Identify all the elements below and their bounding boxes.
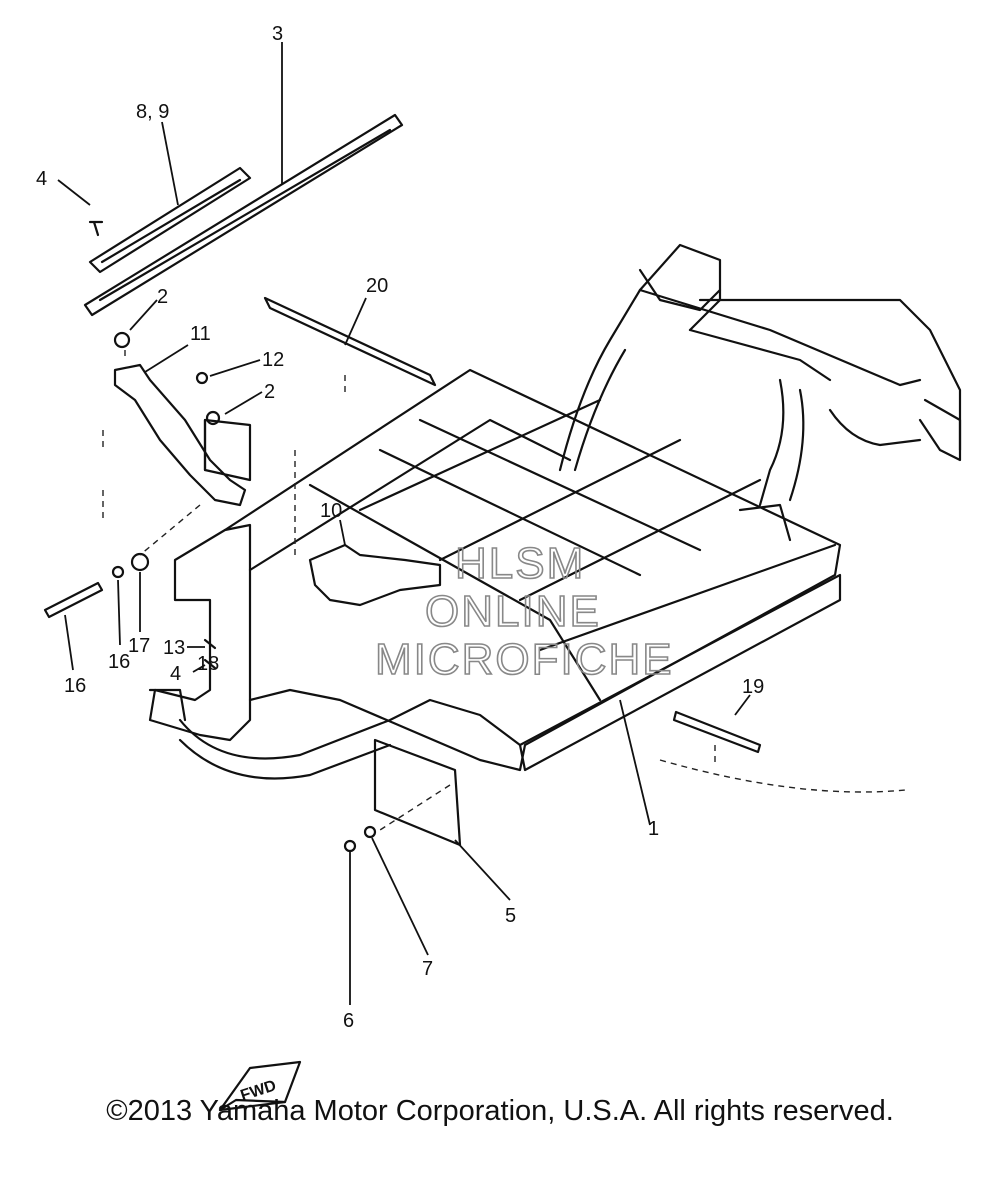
leader-lines [57, 42, 751, 1005]
part-20-bar [263, 296, 437, 387]
callout-3: 3 [272, 23, 283, 45]
assembly-lines [102, 350, 906, 831]
part-7-nut [363, 825, 377, 839]
watermark-line-1: HLSM [455, 539, 585, 588]
callout-4: 4 [36, 168, 47, 190]
callout-labels: 3 8, 9 4 2 11 12 2 20 10 16 17 16 13 4 1… [36, 23, 764, 1032]
copyright-notice: ©2013 Yamaha Motor Corporation, U.S.A. A… [106, 1095, 894, 1127]
part-3-rail [83, 113, 404, 317]
part-13-bolt [203, 638, 217, 670]
callout-20: 20 [366, 275, 388, 297]
callout-2: 2 [157, 286, 168, 308]
callout-16a: 16 [64, 675, 86, 697]
callout-7: 7 [422, 958, 433, 980]
callout-10: 10 [320, 500, 342, 522]
part-10-plate [308, 543, 442, 607]
part-12-bolt [195, 371, 209, 385]
callout-12: 12 [262, 349, 284, 371]
callout-11: 11 [190, 323, 211, 345]
part-16-bolt [43, 581, 104, 619]
watermark-line-3: MICROFICHE [375, 635, 674, 684]
callout-18: 18 [197, 653, 219, 675]
callout-16b: 16 [108, 651, 130, 673]
part-16-washer [111, 565, 125, 579]
callout-19: 19 [742, 676, 764, 698]
callout-6: 6 [343, 1010, 354, 1032]
callout-13: 13 [163, 637, 185, 659]
part-2-nut [113, 331, 131, 349]
callout-8-9: 8, 9 [136, 101, 169, 123]
part-1-main-frame [148, 368, 842, 780]
callout-17: 17 [128, 635, 150, 657]
part-8-9-rail [88, 166, 252, 274]
watermark-line-2: ONLINE [425, 587, 601, 636]
part-5-panel [373, 738, 462, 847]
watermark: HLSM ONLINE MICROFICHE [374, 538, 674, 685]
part-6-bolt [343, 839, 357, 853]
callout-4b: 4 [170, 663, 181, 685]
parts-diagram: 3 8, 9 4 2 11 12 2 20 10 16 17 16 13 4 1… [36, 23, 962, 1112]
callout-2b: 2 [264, 381, 275, 403]
part-2-nut [205, 410, 221, 426]
part-19-bar [672, 710, 762, 754]
part-4-bolt [88, 220, 104, 237]
part-11-bracket [113, 363, 252, 507]
fwd-arrow-icon: FWD [218, 1060, 302, 1112]
callout-1: 1 [648, 818, 659, 840]
part-1-rear-bar [558, 243, 962, 507]
part-17-washer [130, 552, 150, 572]
callout-5: 5 [505, 905, 516, 927]
